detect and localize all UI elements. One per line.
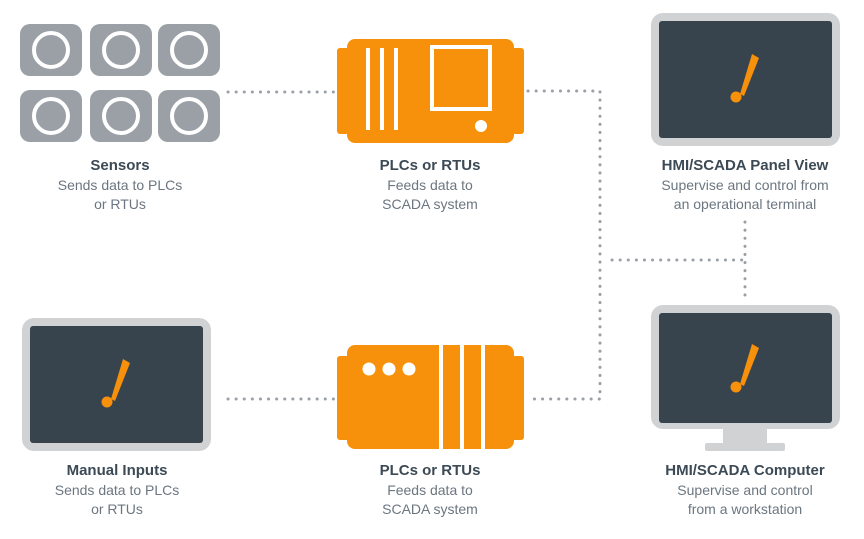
desktop-computer-icon: [651, 305, 840, 451]
sensor-grid-icon: [20, 24, 220, 142]
sensor-icon: [20, 90, 82, 142]
hmi-panel-description: Supervise and control from an operationa…: [661, 177, 829, 212]
sensors-title: Sensors: [90, 157, 150, 174]
plc-top-title: PLCs or RTUs: [379, 157, 481, 174]
sensor-icon: [90, 90, 152, 142]
sensor-icon: [158, 90, 220, 142]
manual-inputs-title: Manual Inputs: [66, 462, 168, 479]
sensors-label: Sensors Sends data to PLCs or RTUs: [20, 156, 220, 214]
hmi-panel-title: HMI/SCADA Panel View: [661, 157, 829, 174]
sensor-icon: [90, 24, 152, 76]
manual-inputs-label: Manual Inputs Sends data to PLCs or RTUs: [17, 461, 217, 519]
hmi-computer-description: Supervise and control from a workstation: [677, 482, 813, 517]
connector-plc-top-bus: [526, 89, 602, 401]
plc-bottom-label: PLCs or RTUs Feeds data to SCADA system: [330, 461, 530, 519]
hmi-computer-title: HMI/SCADA Computer: [665, 462, 825, 479]
hmi-computer-label: HMI/SCADA Computer Supervise and control…: [630, 461, 860, 519]
plc-top-description: Feeds data to SCADA system: [382, 177, 478, 212]
hmi-panel-label: HMI/SCADA Panel View Supervise and contr…: [630, 156, 860, 214]
sensor-icon: [158, 24, 220, 76]
manual-inputs-description: Sends data to PLCs or RTUs: [54, 482, 180, 517]
connector-lines: [226, 89, 747, 401]
sensor-icon: [20, 24, 82, 76]
sensors-description: Sends data to PLCs or RTUs: [57, 177, 183, 212]
plc-rack-icon: [337, 39, 524, 143]
manual-input-monitor-icon: [22, 318, 211, 451]
plc-top-label: PLCs or RTUs Feeds data to SCADA system: [330, 156, 530, 214]
plc-module-icon: [337, 345, 524, 449]
panel-monitor-icon: [651, 13, 840, 146]
plc-bottom-description: Feeds data to SCADA system: [382, 482, 478, 517]
plc-bottom-title: PLCs or RTUs: [379, 462, 481, 479]
